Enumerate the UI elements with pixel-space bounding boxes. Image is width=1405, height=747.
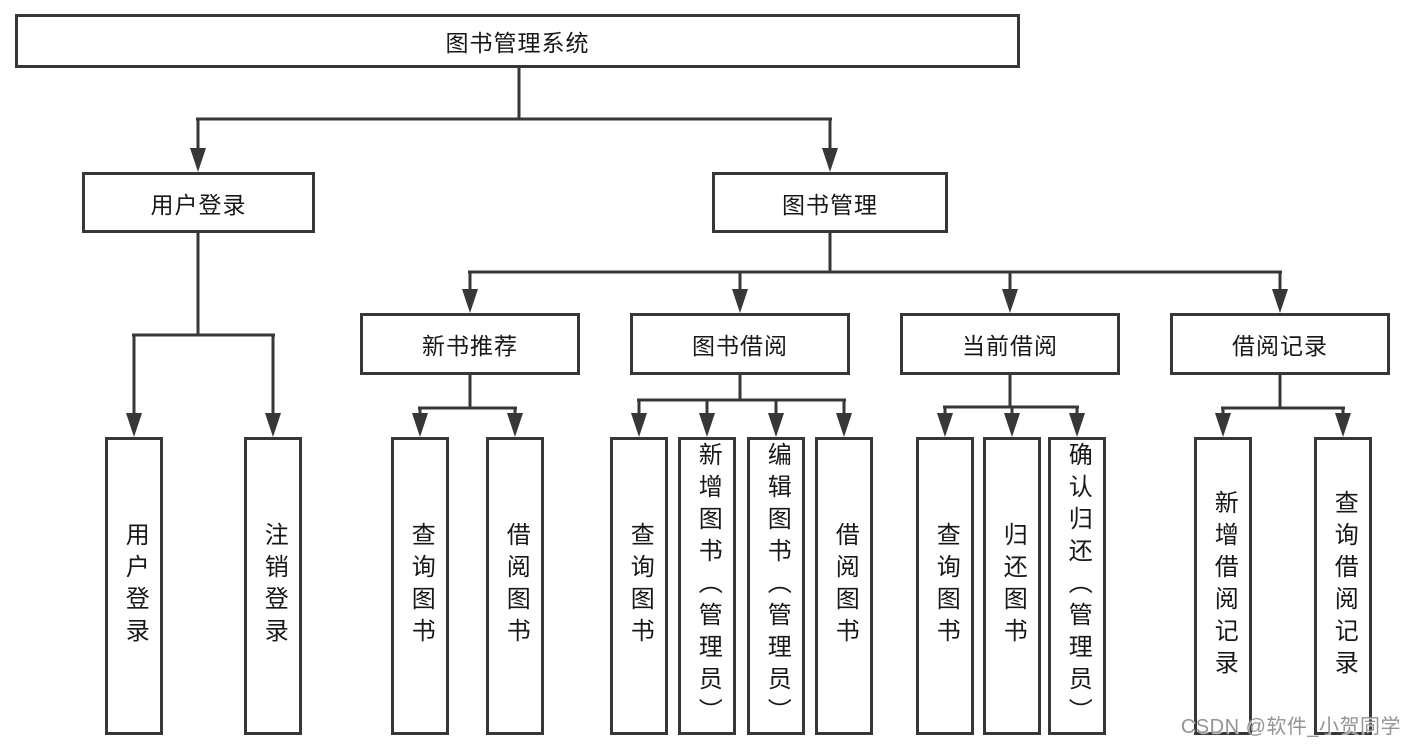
node-edit-books-admin: 编辑图书（管理员） — [747, 437, 805, 735]
node-book-management: 图书管理 — [712, 172, 948, 233]
node-add-books-admin: 新增图书（管理员） — [678, 437, 736, 735]
node-label: 新增图书（管理员） — [694, 442, 722, 730]
node-label: 编辑图书（管理员） — [763, 442, 791, 730]
node-library-management-system: 图书管理系统 — [15, 14, 1020, 68]
node-user-login-leaf: 用户登录 — [105, 437, 163, 735]
node-label: 图书管理 — [782, 191, 878, 218]
connector-user-login-to-children — [126, 233, 281, 437]
node-label: 借阅图书 — [831, 522, 859, 650]
connector-book-management-to-level3 — [462, 233, 1288, 313]
node-query-books-recommend: 查询图书 — [391, 437, 449, 735]
node-label: 查询图书 — [407, 522, 435, 650]
connector-new-book-recommend-to-children — [412, 375, 523, 437]
node-label: 用户登录 — [150, 191, 247, 218]
node-new-book-recommend: 新书推荐 — [360, 313, 580, 375]
node-label: 图书借阅 — [692, 333, 788, 359]
node-borrow-records: 借阅记录 — [1170, 313, 1390, 375]
node-label: 注销登录 — [260, 522, 288, 650]
node-label: 图书管理系统 — [445, 30, 590, 56]
node-label: 当前借阅 — [962, 333, 1058, 359]
node-label: 归还图书 — [999, 522, 1027, 650]
node-label: 借阅图书 — [502, 522, 530, 650]
node-label: 用户登录 — [121, 522, 149, 650]
node-current-borrow: 当前借阅 — [900, 313, 1120, 375]
csdn-watermark: CSDN @软件_小贺同学 — [1180, 716, 1401, 738]
connector-borrow-records-to-children — [1215, 375, 1351, 437]
node-label: 新书推荐 — [422, 333, 518, 359]
connector-root-to-level2 — [190, 68, 838, 172]
node-label: 查询图书 — [626, 522, 654, 650]
node-return-books: 归还图书 — [983, 437, 1041, 735]
node-logout-leaf: 注销登录 — [244, 437, 302, 735]
connector-current-borrow-to-children — [937, 375, 1085, 437]
node-query-books-current: 查询图书 — [916, 437, 974, 735]
node-book-borrow: 图书借阅 — [630, 313, 850, 375]
node-label: 查询借阅记录 — [1330, 490, 1358, 682]
node-query-borrow-record: 查询借阅记录 — [1314, 437, 1372, 735]
node-borrow-books-recommend: 借阅图书 — [486, 437, 544, 735]
node-label: 查询图书 — [932, 522, 960, 650]
node-add-borrow-record: 新增借阅记录 — [1194, 437, 1252, 735]
node-user-login: 用户登录 — [82, 172, 315, 233]
node-borrow-books-leaf: 借阅图书 — [815, 437, 873, 735]
node-label: 新增借阅记录 — [1210, 490, 1238, 682]
node-label: 确认归还（管理员） — [1064, 442, 1092, 730]
node-label: 借阅记录 — [1232, 333, 1328, 359]
node-confirm-return-admin: 确认归还（管理员） — [1048, 437, 1106, 735]
node-query-books-borrow: 查询图书 — [610, 437, 668, 735]
connector-book-borrow-to-children — [631, 375, 852, 437]
